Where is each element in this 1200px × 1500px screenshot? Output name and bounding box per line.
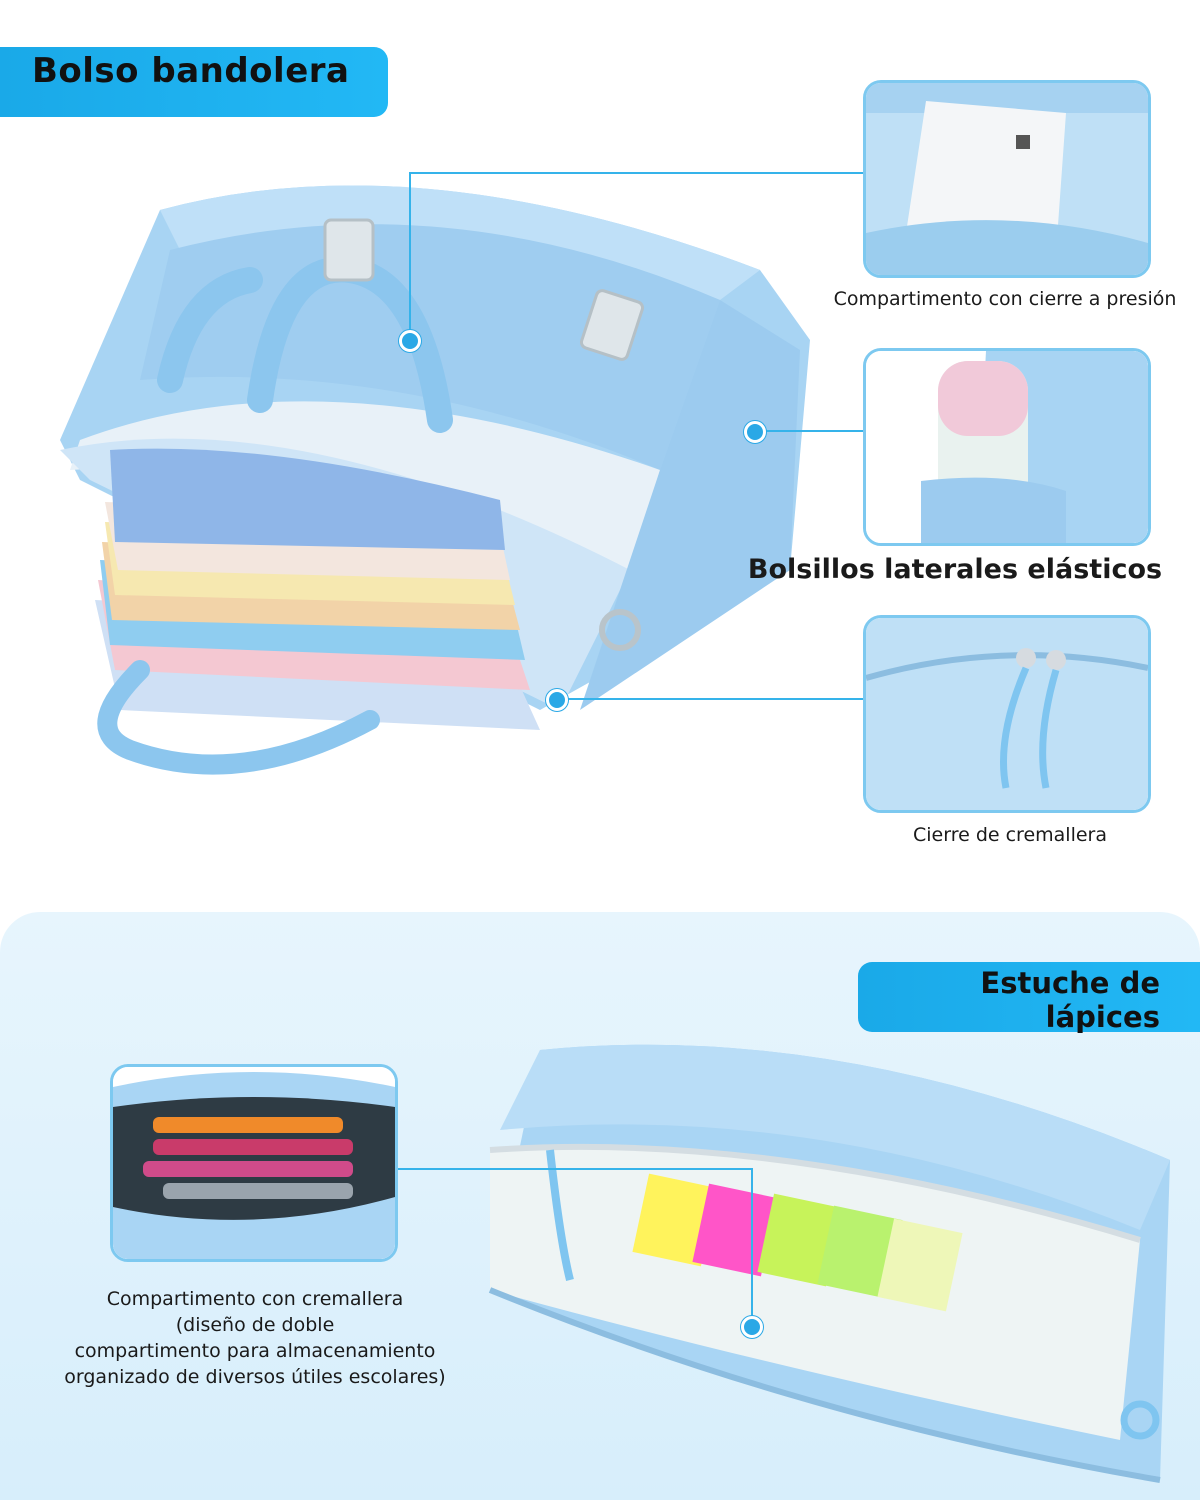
bag-title: Bolso bandolera — [32, 51, 350, 91]
side-pockets-caption: Bolsillos laterales elásticos — [747, 554, 1163, 585]
callout-line-case-horizontal — [397, 1168, 753, 1170]
callout-dot-snap — [399, 330, 421, 352]
case-compartment-image — [113, 1067, 395, 1259]
callout-line-snap-horizontal — [409, 172, 863, 174]
callout-line-pocket — [754, 430, 863, 432]
snap-compartment-caption: Compartimento con cierre a presión — [833, 288, 1177, 310]
pencil-case-image — [488, 1044, 1170, 1483]
zipper-caption: Cierre de cremallera — [912, 824, 1107, 846]
side-pocket-thumbnail — [863, 348, 1151, 546]
case-compartment-thumbnail — [110, 1064, 398, 1262]
callout-line-snap-vertical — [409, 172, 411, 340]
case-compartment-caption: Compartimento con cremallera (diseño de … — [64, 1288, 446, 1388]
callout-line-zipper — [556, 698, 863, 700]
snap-compartment-image — [866, 83, 1148, 275]
case-title-tag: Estuche de lápices — [858, 962, 1200, 1034]
callout-dot-pocket — [744, 421, 766, 443]
crossbody-bag-image — [60, 185, 810, 775]
snap-compartment-thumbnail — [863, 80, 1151, 278]
callout-dot-zipper — [546, 689, 568, 711]
case-title: Estuche de lápices — [980, 966, 1160, 1034]
callout-dot-case — [741, 1316, 763, 1338]
bag-title-tag: Bolso bandolera — [0, 47, 388, 117]
callout-line-case-vertical — [751, 1168, 753, 1326]
zipper-thumbnail — [863, 615, 1151, 813]
side-pocket-image — [866, 351, 1148, 543]
zipper-image — [866, 618, 1148, 810]
